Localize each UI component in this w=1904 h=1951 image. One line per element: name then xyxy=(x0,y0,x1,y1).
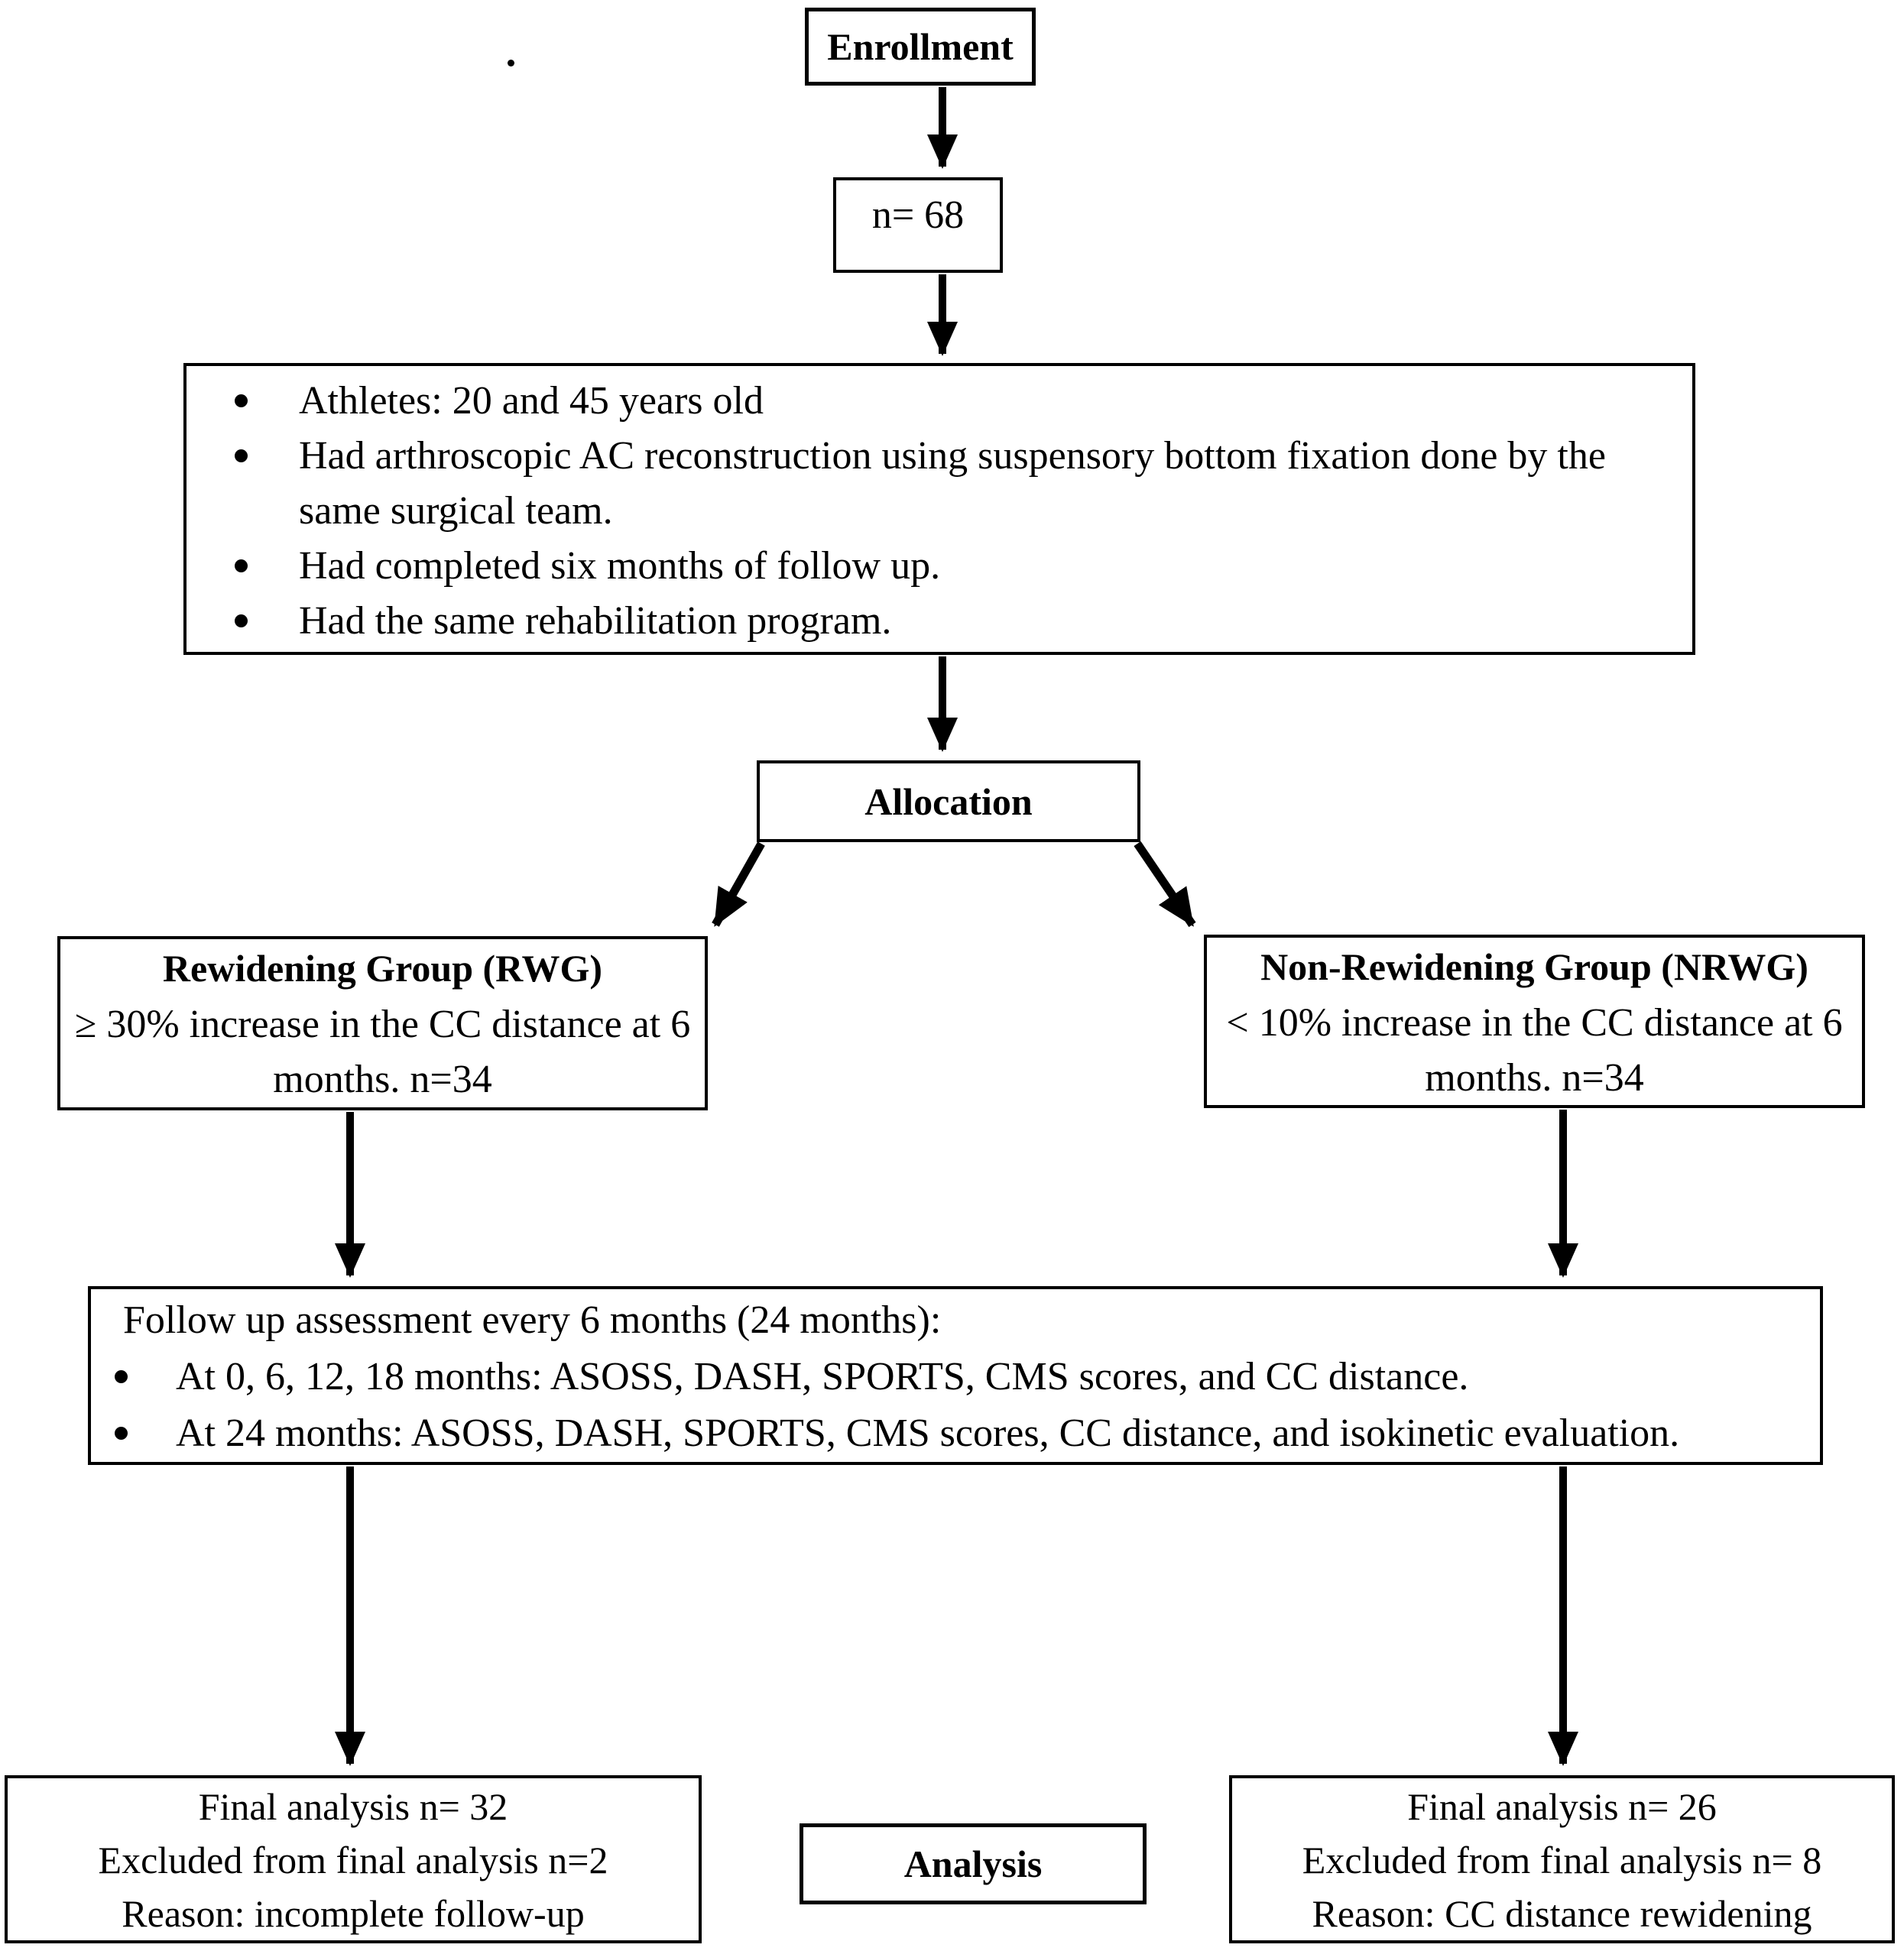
sample-size-label: n= 68 xyxy=(871,193,965,237)
rwg-definition-line: ≥ 30% increase in the CC distance at 6 xyxy=(74,1003,691,1046)
followup-item-text: At 0, 6, 12, 18 months: ASOSS, DASH, SPO… xyxy=(176,1355,1469,1398)
followup-box: Follow up assessment every 6 months (24 … xyxy=(88,1286,1823,1465)
rwg-title: Rewidening Group (RWG) xyxy=(162,947,603,990)
followup-item: At 0, 6, 12, 18 months: ASOSS, DASH, SPO… xyxy=(91,1349,1820,1405)
stray-dot xyxy=(508,60,514,66)
enrollment-label: Enrollment xyxy=(827,25,1014,68)
followup-item-text: At 24 months: ASOSS, DASH, SPORTS, CMS s… xyxy=(176,1411,1680,1455)
bullet-icon xyxy=(235,449,248,462)
allocation-box: Allocation xyxy=(757,760,1140,842)
final-analysis-nrwg-box: Final analysis n= 26 Excluded from final… xyxy=(1229,1775,1895,1943)
analysis-box: Analysis xyxy=(800,1823,1147,1904)
rwg-n-line: months. n=34 xyxy=(273,1058,492,1101)
criteria-item-text: Athletes: 20 and 45 years old xyxy=(299,379,764,423)
nrwg-definition-line: < 10% increase in the CC distance at 6 xyxy=(1226,1001,1843,1045)
arrow-allocation-to-nrwg xyxy=(1134,841,1196,928)
final-rwg-excluded: Excluded from final analysis n=2 xyxy=(98,1839,608,1881)
criteria-item: Had completed six months of follow up. xyxy=(187,539,1692,594)
analysis-label: Analysis xyxy=(903,1842,1043,1885)
arrow-allocation-to-rwg xyxy=(712,841,765,927)
bullet-icon xyxy=(235,394,248,407)
criteria-item: Athletes: 20 and 45 years old xyxy=(187,374,1692,429)
enrollment-box: Enrollment xyxy=(805,8,1036,86)
final-nrwg-n: Final analysis n= 26 xyxy=(1407,1785,1717,1828)
bullet-icon xyxy=(115,1370,128,1383)
eligibility-criteria-box: Athletes: 20 and 45 years old Had arthro… xyxy=(183,363,1695,655)
final-nrwg-reason: Reason: CC distance rewidening xyxy=(1312,1892,1812,1935)
rwg-box: Rewidening Group (RWG) ≥ 30% increase in… xyxy=(57,936,708,1110)
allocation-label: Allocation xyxy=(864,779,1033,823)
final-rwg-n: Final analysis n= 32 xyxy=(198,1785,508,1828)
nrwg-box: Non-Rewidening Group (NRWG) < 10% increa… xyxy=(1204,935,1865,1108)
final-nrwg-excluded: Excluded from final analysis n= 8 xyxy=(1302,1839,1822,1881)
criteria-item-text: Had the same rehabilitation program. xyxy=(299,599,892,643)
bullet-icon xyxy=(115,1427,128,1440)
final-rwg-reason: Reason: incomplete follow-up xyxy=(122,1892,585,1935)
nrwg-title: Non-Rewidening Group (NRWG) xyxy=(1260,945,1808,988)
criteria-item-text: Had completed six months of follow up. xyxy=(299,544,941,588)
criteria-item-text: Had arthroscopic AC reconstruction using… xyxy=(299,434,1606,533)
sample-size-box: n= 68 xyxy=(833,177,1003,273)
bullet-icon xyxy=(235,614,248,627)
final-analysis-rwg-box: Final analysis n= 32 Excluded from final… xyxy=(5,1775,702,1943)
followup-heading: Follow up assessment every 6 months (24 … xyxy=(123,1298,942,1342)
bullet-icon xyxy=(235,559,248,572)
criteria-item: Had the same rehabilitation program. xyxy=(187,594,1692,649)
criteria-item: Had arthroscopic AC reconstruction using… xyxy=(187,429,1692,539)
followup-item: At 24 months: ASOSS, DASH, SPORTS, CMS s… xyxy=(91,1405,1820,1462)
nrwg-n-line: months. n=34 xyxy=(1425,1056,1644,1100)
